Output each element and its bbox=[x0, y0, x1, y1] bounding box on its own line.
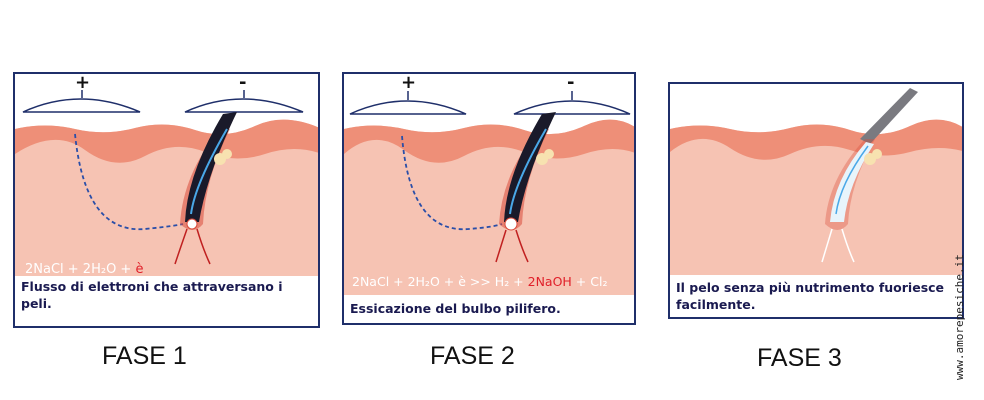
caption: Essicazione del bulbo pilifero. bbox=[344, 295, 634, 323]
panel-phase-2: + - 2NaCl + 2H₂O + è >> H₂ + 2NaOH + Cl₂… bbox=[342, 72, 636, 325]
negative-electrode-sign: - bbox=[239, 72, 247, 93]
formula-tail: + Cl₂ bbox=[571, 274, 608, 289]
formula-text: 2NaCl + 2H₂O + è >> H₂ + bbox=[352, 274, 528, 289]
panel-phase-1: + - 2NaCl + 2H₂O + è Flusso di elettroni… bbox=[13, 72, 320, 328]
positive-electrode-sign: + bbox=[401, 72, 417, 93]
phase-label-1: FASE 1 bbox=[102, 342, 187, 370]
caption: Il pelo senza più nutrimento fuoriesce f… bbox=[670, 275, 962, 317]
formula-text: 2NaCl + 2H₂O + bbox=[25, 262, 136, 277]
panel-phase-3: Il pelo senza più nutrimento fuoriesce f… bbox=[668, 82, 964, 319]
phase-label-3: FASE 3 bbox=[757, 344, 842, 372]
skin-diagram-1 bbox=[15, 74, 318, 326]
phase-label-2: FASE 2 bbox=[430, 342, 515, 370]
negative-electrode-sign: - bbox=[567, 72, 575, 93]
formula-highlight: 2NaOH bbox=[527, 274, 572, 289]
skin-diagram-2 bbox=[344, 74, 634, 323]
formula-highlight: è bbox=[135, 262, 144, 277]
caption: Flusso di elettroni che attraversano i p… bbox=[15, 276, 318, 326]
chemical-formula: 2NaCl + 2H₂O + è bbox=[25, 262, 143, 277]
chemical-formula: 2NaCl + 2H₂O + è >> H₂ + 2NaOH + Cl₂ bbox=[352, 274, 607, 289]
positive-electrode-sign: + bbox=[75, 72, 91, 93]
watermark: www.amorepesiche.it bbox=[953, 254, 966, 380]
